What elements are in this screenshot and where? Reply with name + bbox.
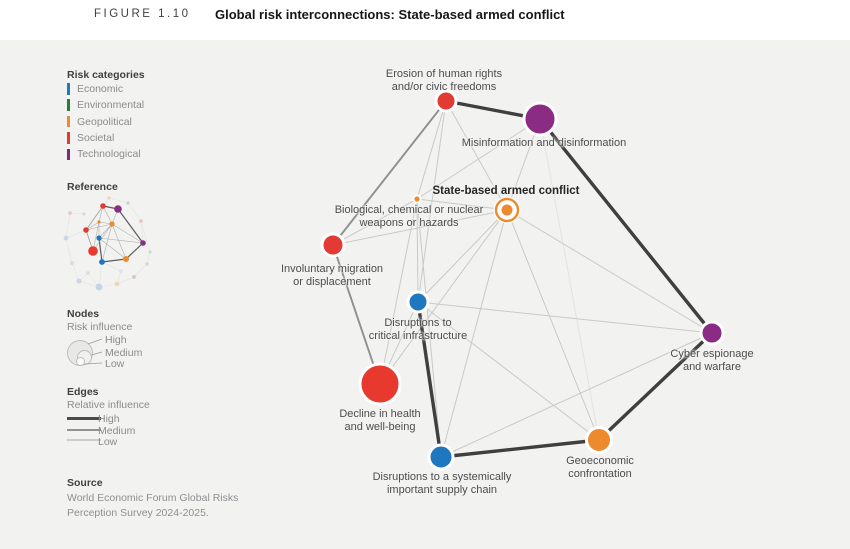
legend-item-societal: Societal xyxy=(67,132,144,144)
reference-dot xyxy=(88,246,98,256)
source-line-1: World Economic Forum Global Risks xyxy=(67,492,239,504)
reference-dot xyxy=(145,262,149,266)
reference-link xyxy=(140,220,144,244)
reference-dot xyxy=(140,240,146,246)
reference-link xyxy=(98,237,127,260)
reference-link xyxy=(140,220,151,253)
reference-dot xyxy=(109,221,115,227)
reference-dot xyxy=(70,261,74,265)
node-size-high-label: High xyxy=(105,334,127,346)
nodes-legend-subheading: Risk influence xyxy=(67,320,133,333)
legend-item-label: Technological xyxy=(77,148,141,161)
legend-item-geopolitical: Geopolitical xyxy=(67,116,144,128)
reference-heading: Reference xyxy=(67,181,118,193)
reference-dot xyxy=(68,211,72,215)
reference-link xyxy=(78,280,100,288)
reference-dot xyxy=(119,269,123,273)
edges-legend-heading: Edges xyxy=(67,386,99,398)
reference-link xyxy=(98,261,103,288)
edge-medium-sample xyxy=(67,428,101,431)
reference-link xyxy=(116,276,135,285)
reference-link xyxy=(92,221,100,252)
edge-high-sample xyxy=(67,417,101,421)
reference-link xyxy=(101,258,127,263)
reference-link xyxy=(146,251,151,265)
reference-dot xyxy=(100,203,106,209)
reference-dot xyxy=(139,219,143,223)
legend-item-label: Environmental xyxy=(77,99,145,112)
reference-dot xyxy=(99,259,105,265)
reference-dot xyxy=(95,283,103,291)
edge-medium-label: Medium xyxy=(98,424,136,437)
reference-dot xyxy=(114,281,120,287)
figure-number-label: FIGURE 1.10 xyxy=(94,8,191,20)
figure-title: Global risk interconnections: State-base… xyxy=(215,7,565,22)
edge-low-label: Low xyxy=(98,435,118,448)
reference-link xyxy=(98,223,113,239)
reference-link xyxy=(92,223,113,252)
reference-dot xyxy=(63,235,69,241)
reference-link xyxy=(65,237,73,264)
reference-link xyxy=(101,261,122,272)
reference-dot xyxy=(132,275,136,279)
reference-link xyxy=(71,262,80,282)
reference-dot xyxy=(148,250,152,254)
reference-dot xyxy=(82,212,86,216)
reference-link xyxy=(98,237,144,244)
reference-dot xyxy=(114,205,122,213)
reference-link xyxy=(85,205,104,231)
legend-swatch xyxy=(67,115,70,128)
reference-dot xyxy=(97,220,101,224)
legend-swatch xyxy=(67,99,70,111)
reference-dot xyxy=(96,235,102,241)
reference-link xyxy=(69,212,85,215)
legend-swatch xyxy=(67,132,70,144)
source-line-2: Perception Survey 2024-2025. xyxy=(67,507,209,519)
edge-low-sample xyxy=(67,439,101,441)
reference-dot xyxy=(126,201,130,205)
node-size-legend xyxy=(67,338,103,366)
reference-link xyxy=(111,223,144,244)
reference-dot xyxy=(107,196,111,200)
reference-link xyxy=(65,212,71,239)
legend-item-label: Economic xyxy=(77,82,124,95)
legend-item-label: Geopolitical xyxy=(77,115,132,128)
risk-categories-heading: Risk categories xyxy=(67,69,145,81)
reference-link xyxy=(111,223,127,260)
reference-dot xyxy=(86,271,90,275)
reference-link xyxy=(127,202,142,222)
legend-item-economic: Economic xyxy=(67,83,144,95)
legend-swatch xyxy=(67,83,70,95)
reference-dot xyxy=(123,256,129,262)
source-heading: Source xyxy=(67,477,103,489)
legend-item-environmental: Environmental xyxy=(67,99,144,111)
reference-link xyxy=(102,205,113,225)
legend-item-technological: Technological xyxy=(67,148,144,161)
legend-item-label: Societal xyxy=(77,131,115,144)
nodes-legend-heading: Nodes xyxy=(67,308,100,320)
reference-dot xyxy=(76,278,82,284)
edges-legend-subheading: Relative influence xyxy=(67,398,150,411)
reference-dot xyxy=(83,227,89,233)
node-size-medium-label: Medium xyxy=(105,346,143,359)
node-size-low-label: Low xyxy=(105,357,125,370)
reference-map xyxy=(63,196,152,291)
edge-high-label: High xyxy=(98,412,120,425)
legend-swatch xyxy=(67,148,70,161)
reference-link xyxy=(125,242,144,260)
reference-link xyxy=(101,223,113,263)
reference-link xyxy=(108,197,129,204)
reference-link xyxy=(133,263,148,278)
reference-link xyxy=(117,208,144,244)
reference-link xyxy=(65,229,87,239)
